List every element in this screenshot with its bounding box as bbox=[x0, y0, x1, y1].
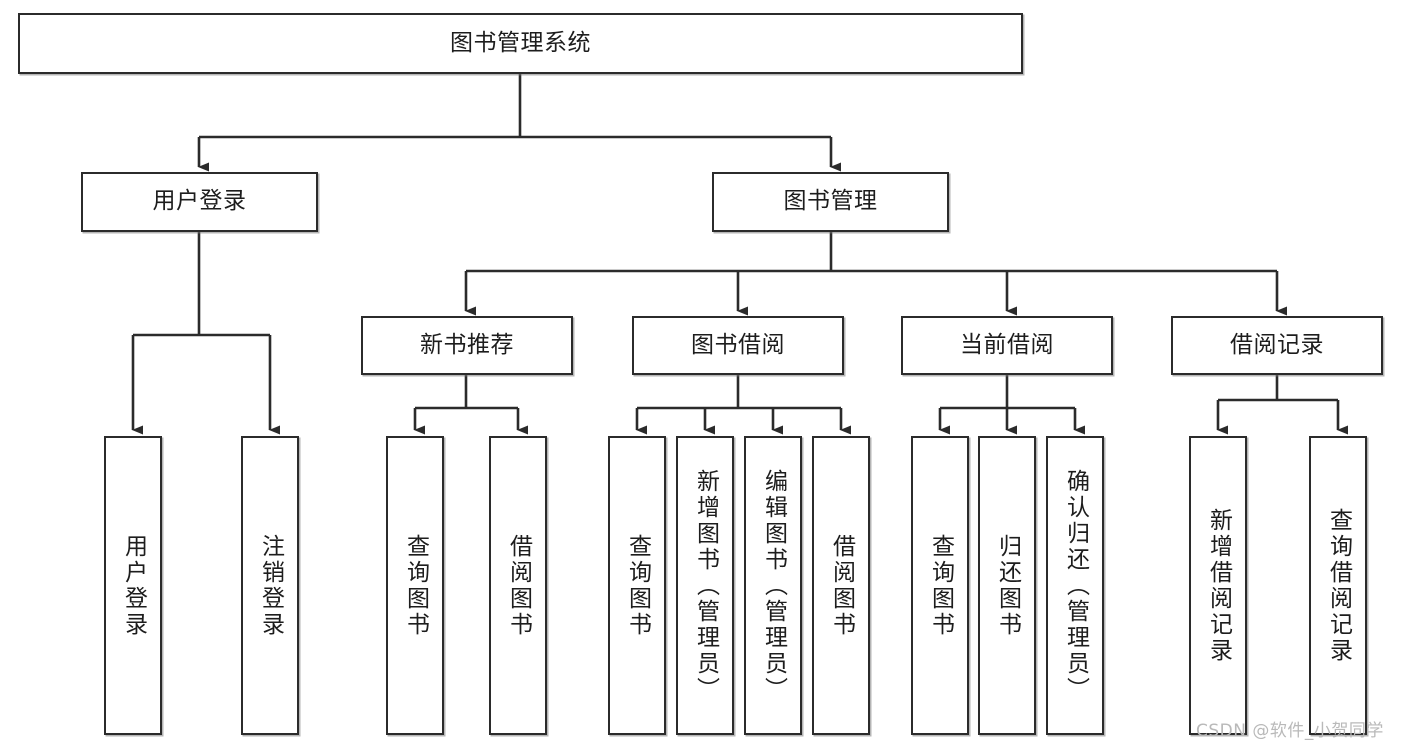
node-book-management[interactable]: 图书管理 bbox=[712, 172, 949, 232]
node-label: 图书管理 bbox=[783, 188, 878, 215]
leaf-add-book-admin[interactable]: 新增图书（管理员） bbox=[676, 436, 734, 735]
node-label: 注销登录 bbox=[257, 533, 284, 638]
leaf-add-borrow-record[interactable]: 新增借阅记录 bbox=[1189, 436, 1247, 735]
node-label: 查询图书 bbox=[927, 533, 954, 638]
node-label: 新增图书（管理员） bbox=[692, 468, 719, 703]
leaf-query-book-recommend[interactable]: 查询图书 bbox=[386, 436, 444, 735]
node-borrow-record[interactable]: 借阅记录 bbox=[1171, 316, 1383, 375]
node-label: 新增借阅记录 bbox=[1205, 507, 1232, 664]
leaf-query-borrow-record[interactable]: 查询借阅记录 bbox=[1309, 436, 1367, 735]
node-label: 新书推荐 bbox=[420, 331, 514, 358]
node-current-borrow[interactable]: 当前借阅 bbox=[901, 316, 1113, 375]
node-label: 借阅图书 bbox=[505, 533, 532, 638]
node-label: 编辑图书（管理员） bbox=[760, 468, 787, 703]
node-label: 图书借阅 bbox=[691, 331, 785, 358]
node-label: 查询借阅记录 bbox=[1325, 507, 1352, 664]
node-user-login[interactable]: 用户登录 bbox=[81, 172, 318, 232]
csdn-watermark: CSDN @软件_小贺同学 bbox=[1196, 721, 1384, 741]
leaf-borrow-book-recommend[interactable]: 借阅图书 bbox=[489, 436, 547, 735]
node-label: 查询图书 bbox=[402, 533, 429, 638]
node-label: 图书管理系统 bbox=[450, 29, 591, 56]
leaf-query-book-current[interactable]: 查询图书 bbox=[911, 436, 969, 735]
leaf-confirm-return-admin[interactable]: 确认归还（管理员） bbox=[1046, 436, 1104, 735]
node-label: 查询图书 bbox=[624, 533, 651, 638]
node-label: 归还图书 bbox=[994, 533, 1021, 638]
leaf-return-book[interactable]: 归还图书 bbox=[978, 436, 1036, 735]
node-book-borrow[interactable]: 图书借阅 bbox=[632, 316, 844, 375]
leaf-edit-book-admin[interactable]: 编辑图书（管理员） bbox=[744, 436, 802, 735]
node-root-book-management-system[interactable]: 图书管理系统 bbox=[18, 13, 1023, 74]
node-label: 确认归还（管理员） bbox=[1062, 468, 1089, 703]
node-label: 当前借阅 bbox=[960, 331, 1054, 358]
node-label: 借阅图书 bbox=[828, 533, 855, 638]
leaf-logout-login[interactable]: 注销登录 bbox=[241, 436, 299, 735]
node-label: 用户登录 bbox=[152, 188, 247, 215]
node-label: 用户登录 bbox=[120, 533, 147, 638]
node-label: 借阅记录 bbox=[1230, 331, 1324, 358]
leaf-user-login[interactable]: 用户登录 bbox=[104, 436, 162, 735]
leaf-query-book-borrow[interactable]: 查询图书 bbox=[608, 436, 666, 735]
node-new-book-recommend[interactable]: 新书推荐 bbox=[361, 316, 573, 375]
leaf-borrow-book[interactable]: 借阅图书 bbox=[812, 436, 870, 735]
